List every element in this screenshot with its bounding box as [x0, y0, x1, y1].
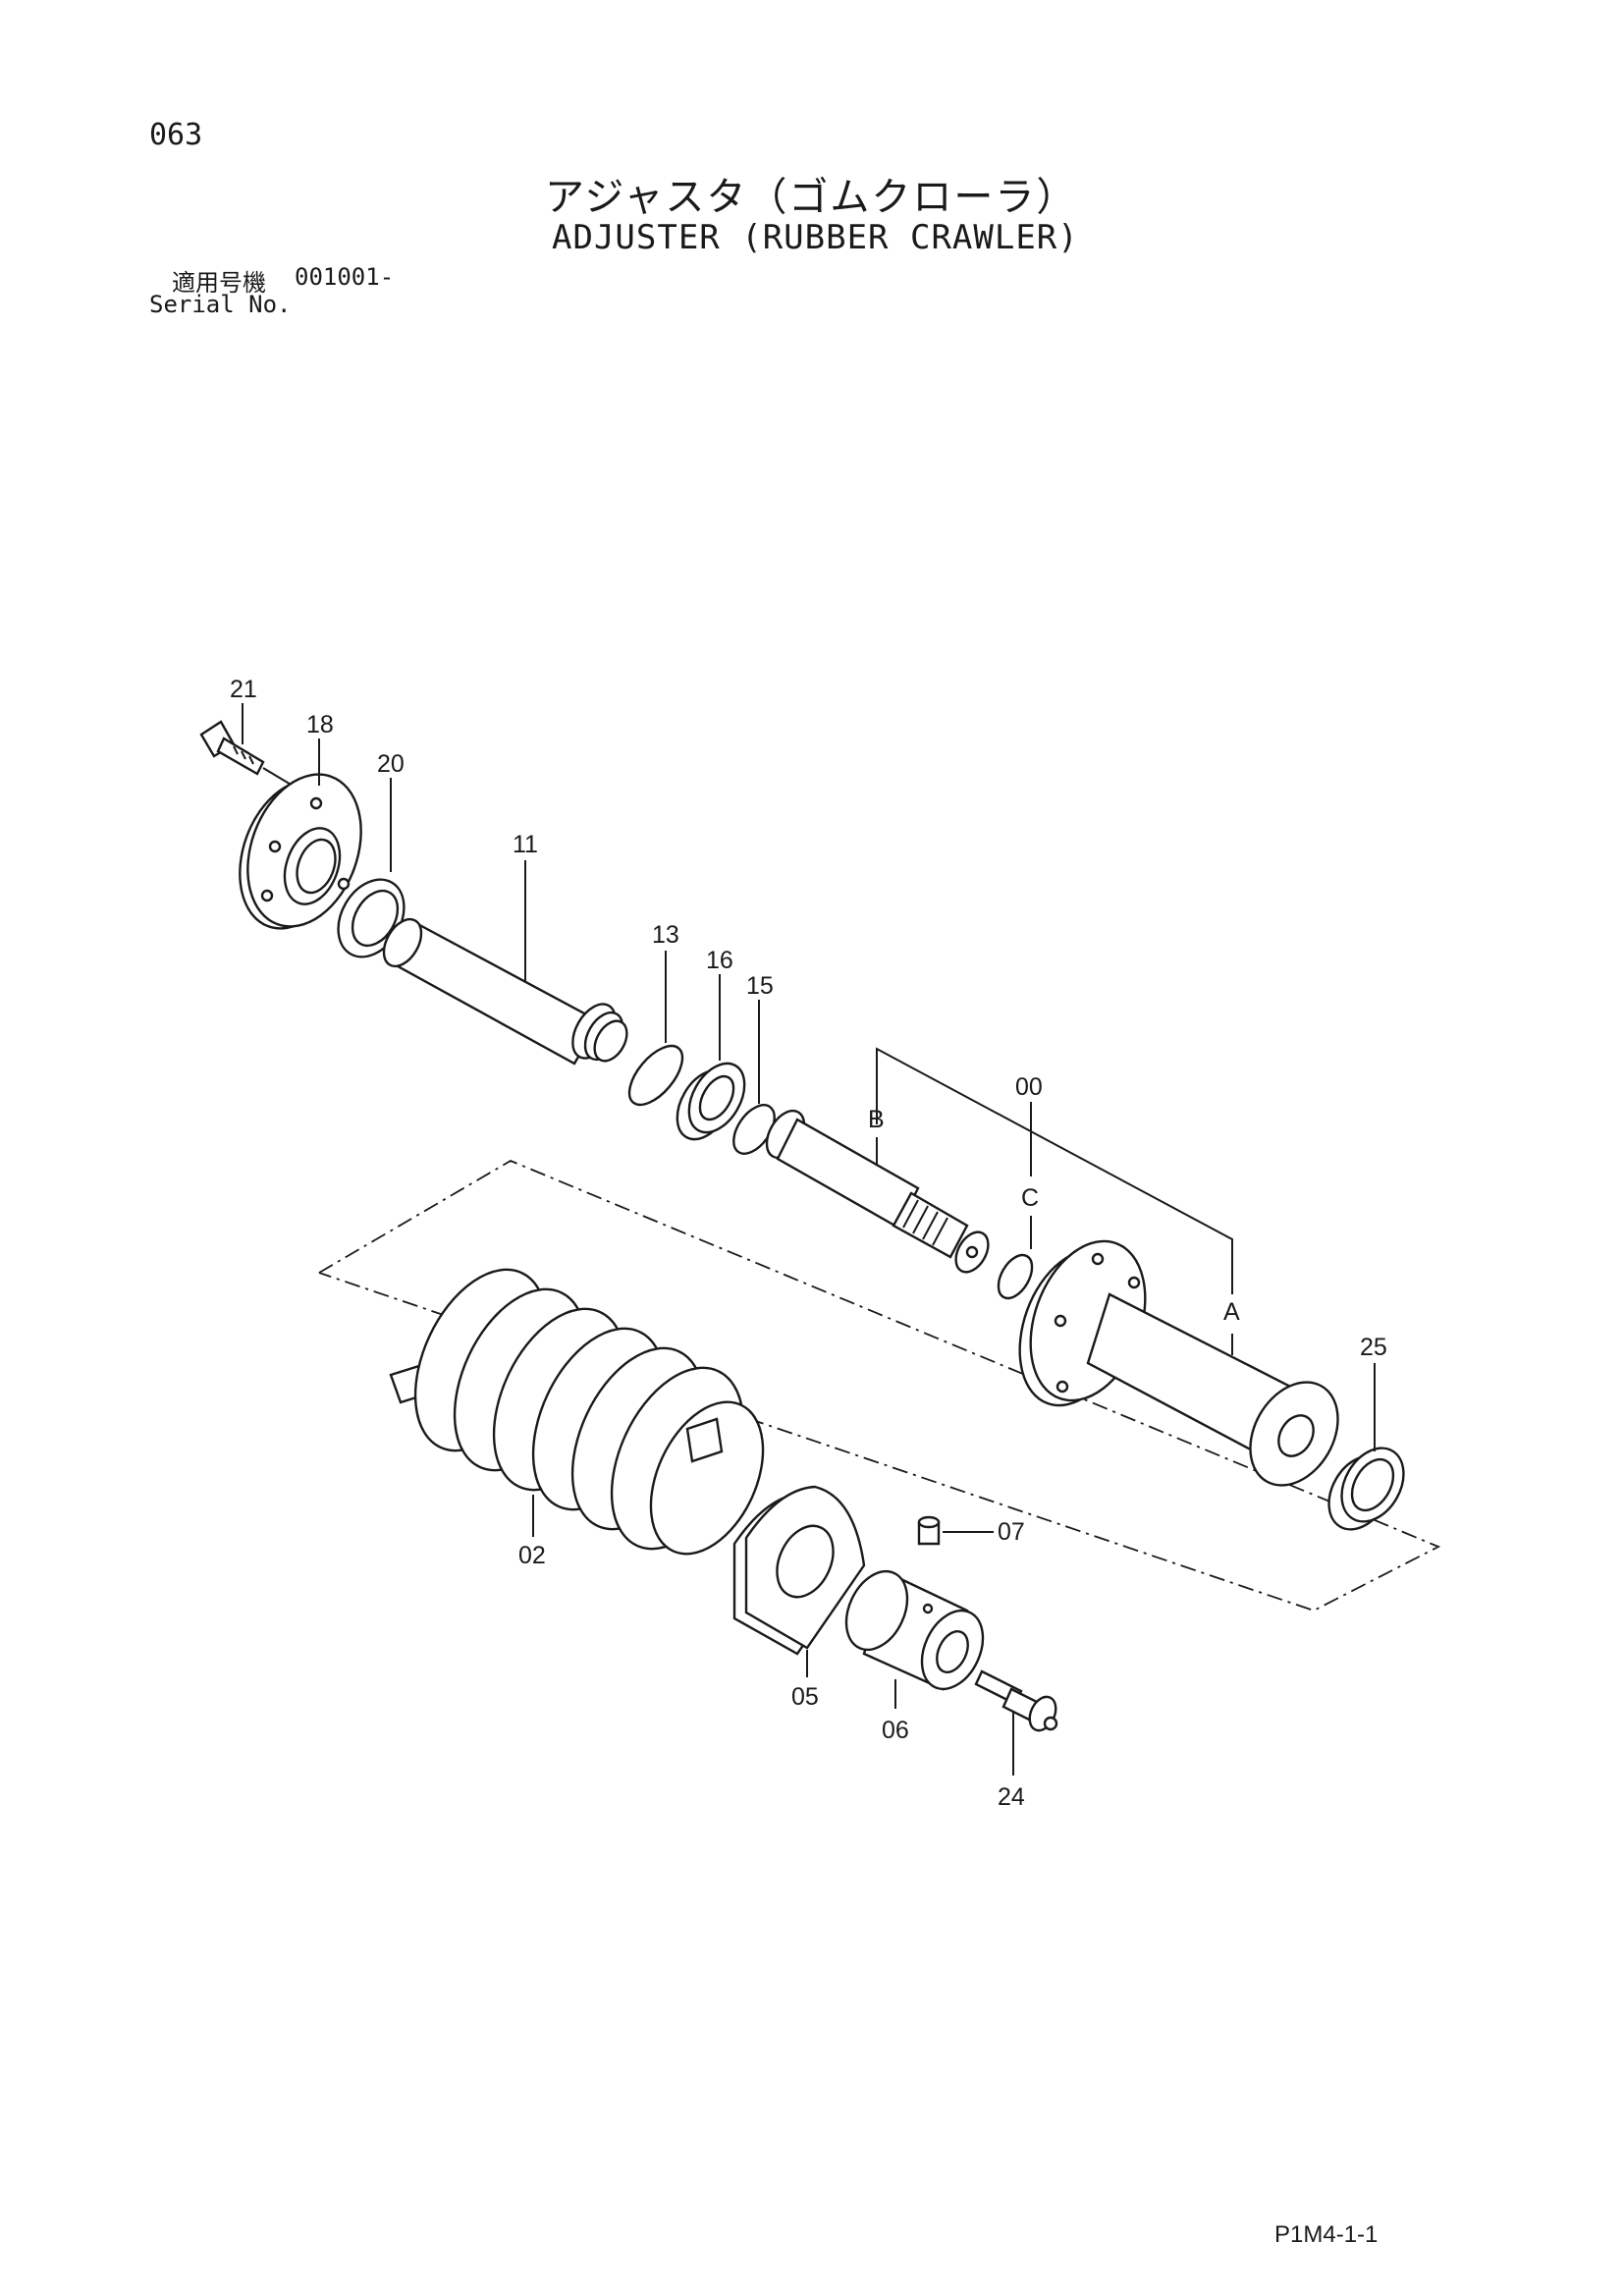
- part-06-bushing: [844, 1569, 985, 1691]
- serial-label-japanese: 適用号機: [172, 269, 266, 297]
- callout-b: B: [868, 1106, 885, 1133]
- callout-24: 24: [998, 1783, 1025, 1811]
- page-title-english: ADJUSTER (RUBBER CRAWLER): [552, 218, 1079, 257]
- callout-06: 06: [882, 1717, 909, 1744]
- callout-20: 20: [377, 750, 405, 778]
- assembly-outline: [318, 1159, 1441, 1612]
- serial-number-value: 001001-: [295, 263, 395, 291]
- serial-label-english: Serial No.: [149, 291, 292, 318]
- part-13-ring: [627, 1044, 684, 1107]
- part-c-o-ring: [997, 1253, 1034, 1300]
- callout-a: A: [1223, 1298, 1240, 1326]
- callout-02: 02: [518, 1542, 546, 1569]
- callout-13: 13: [652, 921, 679, 949]
- document-code: P1M4-1-1: [1274, 2221, 1379, 2248]
- callout-18: 18: [306, 711, 334, 738]
- part-05-bracket: [732, 1485, 866, 1656]
- callout-15: 15: [746, 972, 774, 1000]
- callout-05: 05: [791, 1683, 819, 1711]
- part-18-flange: [239, 773, 362, 930]
- bracket-line-b: [876, 1047, 1233, 1294]
- callout-00: 00: [1015, 1073, 1043, 1101]
- page-number: 063: [149, 118, 203, 152]
- part-02-spring: [389, 1268, 765, 1556]
- callout-07: 07: [998, 1518, 1025, 1546]
- part-11-rod: [382, 917, 628, 1066]
- callout-16: 16: [706, 947, 733, 974]
- part-25-collar: [1327, 1447, 1405, 1531]
- part-b-piston: [765, 1109, 990, 1274]
- callout-c: C: [1021, 1184, 1039, 1212]
- part-a-cylinder: [1018, 1239, 1339, 1487]
- part-21-bolt: [199, 720, 294, 787]
- part-07-plug: [917, 1515, 941, 1546]
- callout-11: 11: [513, 831, 538, 858]
- page-title-japanese: アジャスタ（ゴムクローラ）: [545, 175, 1078, 220]
- part-24-grease-fitting: [974, 1669, 1058, 1732]
- part-16-bushing: [676, 1062, 746, 1141]
- callout-21: 21: [230, 676, 257, 703]
- callout-25: 25: [1360, 1334, 1387, 1361]
